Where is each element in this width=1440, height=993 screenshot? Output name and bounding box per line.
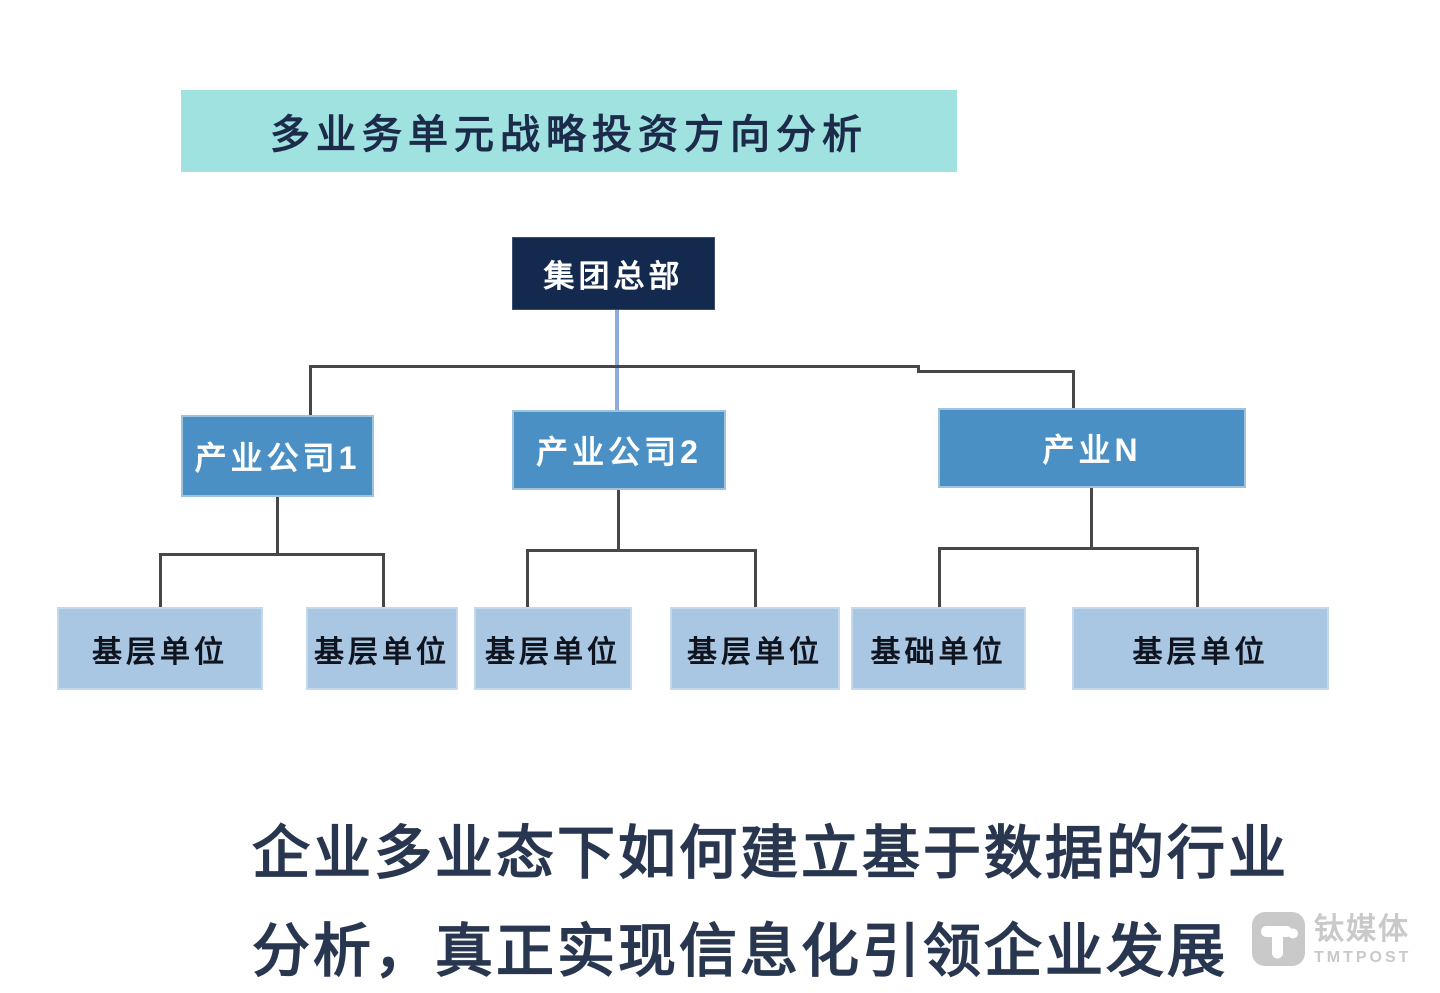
tmtpost-name-en: TMTPOST [1314, 949, 1412, 966]
org-node-leaf-1-label: 基层单位 [92, 635, 228, 669]
org-node-company-1-label: 产业公司1 [194, 440, 361, 476]
caption-line-1: 企业多业态下如何建立基于数据的行业 [252, 821, 1290, 886]
connector-drop-leaf3 [526, 549, 529, 607]
connector-company1-stem [276, 497, 279, 553]
connector-company2-horizontal [526, 549, 757, 552]
org-node-company-n: 产业N [938, 408, 1246, 488]
org-node-leaf-2: 基层单位 [306, 607, 458, 690]
org-node-headquarters: 集团总部 [512, 237, 715, 310]
connector-drop-companyN [1072, 370, 1075, 408]
connector-companyN-horizontal [938, 547, 1199, 550]
connector-drop-company1 [309, 365, 312, 415]
connector-company2-stem [617, 490, 620, 549]
org-node-leaf-3-label: 基层单位 [485, 635, 621, 669]
title-text: 多业务单元战略投资方向分析 [270, 113, 868, 157]
org-node-leaf-4: 基层单位 [670, 607, 840, 690]
connector-level1-horizontal-right [917, 370, 1075, 373]
org-node-company-2: 产业公司2 [512, 410, 726, 490]
org-node-company-1: 产业公司1 [181, 415, 374, 497]
org-node-leaf-1: 基层单位 [57, 607, 263, 690]
connector-company1-horizontal [159, 553, 385, 556]
connector-drop-leaf6 [1196, 547, 1199, 608]
org-node-leaf-3: 基层单位 [474, 607, 632, 690]
caption-line-2: 分析，真正实现信息化引领企业发展 [252, 919, 1229, 984]
org-node-company-2-label: 产业公司2 [536, 434, 702, 470]
connector-root-stem [615, 310, 619, 410]
title-banner: 多业务单元战略投资方向分析 [181, 90, 957, 172]
tmtpost-logo-icon [1252, 912, 1305, 966]
org-node-leaf-4-label: 基层单位 [687, 635, 823, 669]
connector-drop-leaf2 [382, 553, 385, 607]
org-node-leaf-2-label: 基层单位 [314, 635, 450, 669]
tmtpost-watermark: 钛媒体 TMTPOST [1252, 912, 1411, 967]
connector-companyN-stem [1090, 488, 1093, 547]
org-node-company-n-label: 产业N [1042, 432, 1142, 468]
org-node-leaf-6: 基层单位 [1072, 607, 1329, 690]
connector-drop-leaf5 [938, 547, 941, 608]
org-node-headquarters-label: 集团总部 [543, 259, 684, 294]
connector-drop-leaf1 [159, 553, 162, 607]
tmtpost-wordmark: 钛媒体 TMTPOST [1314, 912, 1411, 967]
tmtpost-name-cn: 钛媒体 [1314, 913, 1410, 946]
connector-level1-jog [917, 365, 920, 373]
connector-drop-leaf4 [754, 549, 757, 607]
org-node-leaf-6-label: 基层单位 [1132, 635, 1269, 669]
connector-level1-horizontal [309, 365, 920, 368]
org-node-leaf-5-label: 基础单位 [870, 635, 1007, 669]
org-node-leaf-5: 基础单位 [851, 607, 1026, 690]
